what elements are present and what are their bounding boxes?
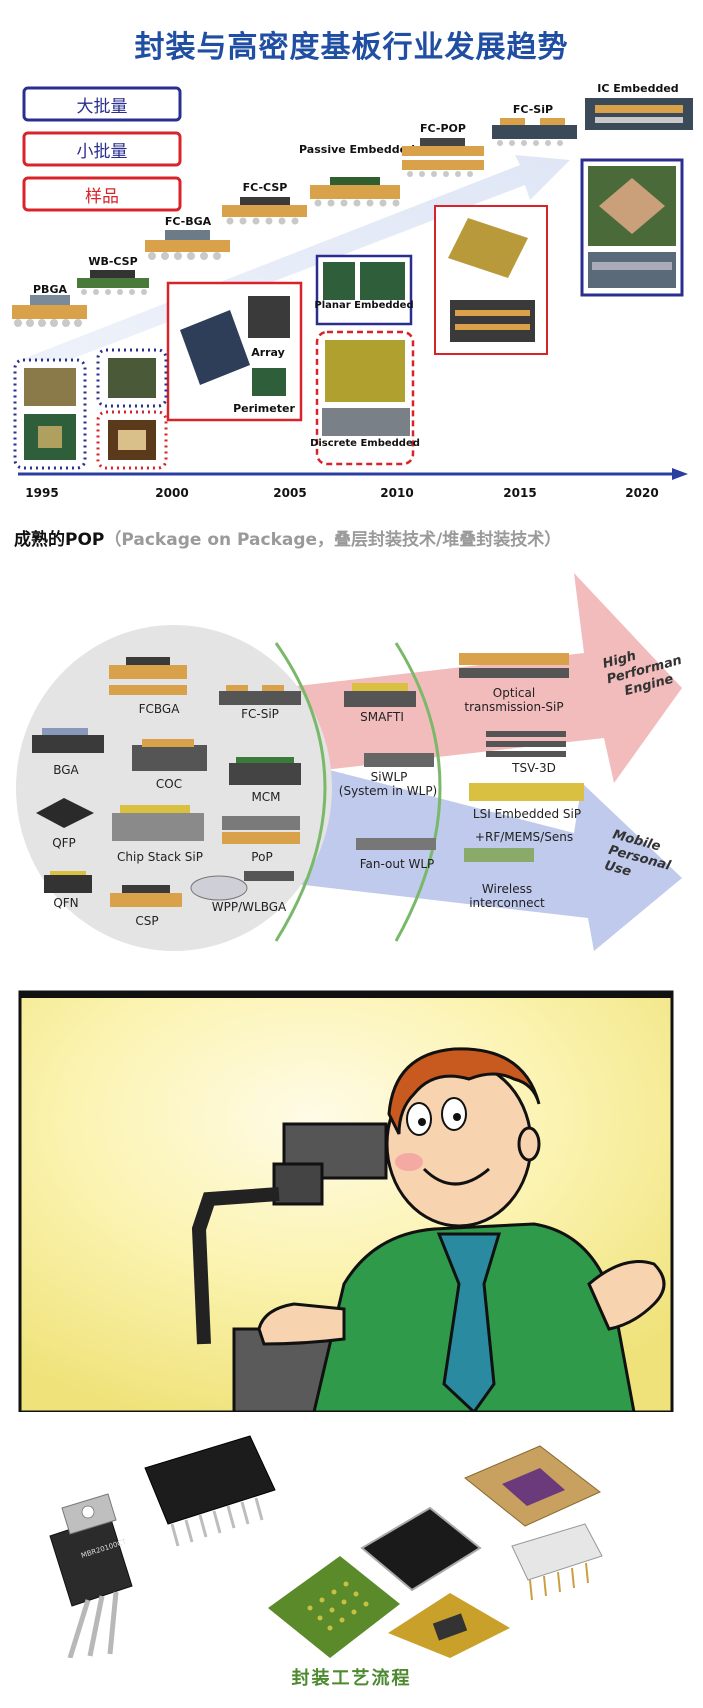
label-mcm: MCM xyxy=(251,790,280,804)
pkg-passive-embedded xyxy=(310,177,400,207)
caption-pop-sub: （Package on Package，叠层封装技术/堆叠封装技术） xyxy=(104,530,562,550)
pkg-label-pbga: PBGA xyxy=(33,283,67,296)
figure1-title: 封装与高密度基板行业发展趋势 xyxy=(134,30,569,65)
legend-box-sample xyxy=(22,176,182,212)
pkg-label-passive-embedded: Passive Embedded xyxy=(299,143,415,156)
label-bga: BGA xyxy=(53,763,79,777)
label-fcbga: FCBGA xyxy=(139,702,181,716)
caption-pop-main: 成熟的POP xyxy=(14,530,105,550)
label-perimeter: Perimeter xyxy=(233,402,295,415)
trend-arrow xyxy=(20,155,570,375)
projector-arm xyxy=(191,1187,280,1345)
pkg-fc-sip xyxy=(492,118,577,146)
package-evolution-figure: FCBGA FC-SiP BGA COC MCM QFP Chip Stack … xyxy=(14,573,682,951)
cartoon-presenter-illustration xyxy=(14,984,678,1412)
year-2005: 2005 xyxy=(273,486,306,500)
pkg-label-fc-bga: FC-BGA xyxy=(165,215,212,228)
label-qfp: QFP xyxy=(52,836,76,850)
caption-pop: 成熟的POP（Package on Package，叠层封装技术/堆叠封装技术） xyxy=(14,525,561,550)
legend-low-volume: 小批量 xyxy=(77,142,128,162)
trend-figure: 大批量 小批量 样品 PBGA WB-CSP FC-BGA FC-CSP Pas… xyxy=(12,82,693,500)
pkg-wb-csp xyxy=(77,270,149,295)
label-fc-sip: FC-SiP xyxy=(241,707,279,721)
arrow-mobile-line3: Use xyxy=(603,858,633,880)
pkg-fc-csp xyxy=(222,197,307,225)
person-tie xyxy=(436,1232,502,1412)
ceramic-pga xyxy=(464,1445,601,1527)
label-qfn: QFN xyxy=(53,896,78,910)
year-2020: 2020 xyxy=(625,486,658,500)
label-csp: CSP xyxy=(135,914,158,928)
divider-arc-2 xyxy=(394,642,442,942)
bga-package xyxy=(268,1556,400,1658)
pkg-label-fc-sip: FC-SiP xyxy=(513,103,553,116)
label-pop: PoP xyxy=(251,850,272,864)
legend-box-low-volume xyxy=(22,131,182,167)
label-optical: Optical xyxy=(493,686,535,700)
label-wireless-sub: interconnect xyxy=(469,896,545,910)
person-hair xyxy=(387,1047,541,1135)
arrow-mobile-personal xyxy=(244,748,682,951)
person-smile xyxy=(422,1167,490,1186)
label-coc: COC xyxy=(156,777,182,791)
label-array: Array xyxy=(251,346,285,359)
legend-box-high-volume xyxy=(22,86,182,122)
label-optical-sub: transmission-SiP xyxy=(464,700,563,714)
pkg-fc-pop xyxy=(402,138,484,177)
label-chip-stack-sip: Chip Stack SiP xyxy=(117,850,203,864)
label-wireless: Wireless xyxy=(482,882,532,896)
year-2000: 2000 xyxy=(155,486,188,500)
pkg-label-fc-csp: FC-CSP xyxy=(243,181,288,194)
year-2015: 2015 xyxy=(503,486,536,500)
label-smafti: SMAFTI xyxy=(360,710,404,724)
qfp-package xyxy=(360,1506,482,1592)
divider-arc-1 xyxy=(274,642,327,942)
pkg-ic-embedded xyxy=(585,98,693,130)
pkg-pbga xyxy=(12,295,87,327)
label-lsi-embedded: LSI Embedded SiP xyxy=(473,807,581,821)
metal-oscillator xyxy=(511,1523,603,1601)
pkg-label-fc-pop: FC-POP xyxy=(420,122,466,135)
pkg-label-wb-csp: WB-CSP xyxy=(88,255,137,268)
pkg-fc-bga xyxy=(145,230,230,260)
electronic-components-photo: MBR20100CT xyxy=(49,1435,603,1658)
label-rf-mems: +RF/MEMS/Sens xyxy=(475,830,573,844)
pkg-label-ic-embedded: IC Embedded xyxy=(597,82,678,95)
legend-high-volume: 大批量 xyxy=(77,97,128,117)
legend-sample: 样品 xyxy=(85,187,119,207)
label-fan-out-wlp: Fan-out WLP xyxy=(360,857,435,871)
year-1995: 1995 xyxy=(25,486,58,500)
legacy-package-circle xyxy=(16,625,332,951)
dip-ic xyxy=(144,1435,276,1547)
to247-transistor: MBR20100CT xyxy=(49,1493,133,1658)
year-2010: 2010 xyxy=(380,486,413,500)
pga-package xyxy=(388,1593,510,1658)
person-hand xyxy=(587,1260,666,1331)
label-siwlp: SiWLP xyxy=(371,770,408,784)
caption-process-flow: 封装工艺流程 xyxy=(291,1668,412,1689)
label-siwlp-sub: (System in WLP) xyxy=(339,784,437,798)
label-discrete: Discrete Embedded xyxy=(310,438,420,449)
label-wpp-wlbga: WPP/WLBGA xyxy=(212,900,287,914)
label-planar: Planar Embedded xyxy=(314,300,413,311)
label-tsv-3d: TSV-3D xyxy=(511,761,556,775)
